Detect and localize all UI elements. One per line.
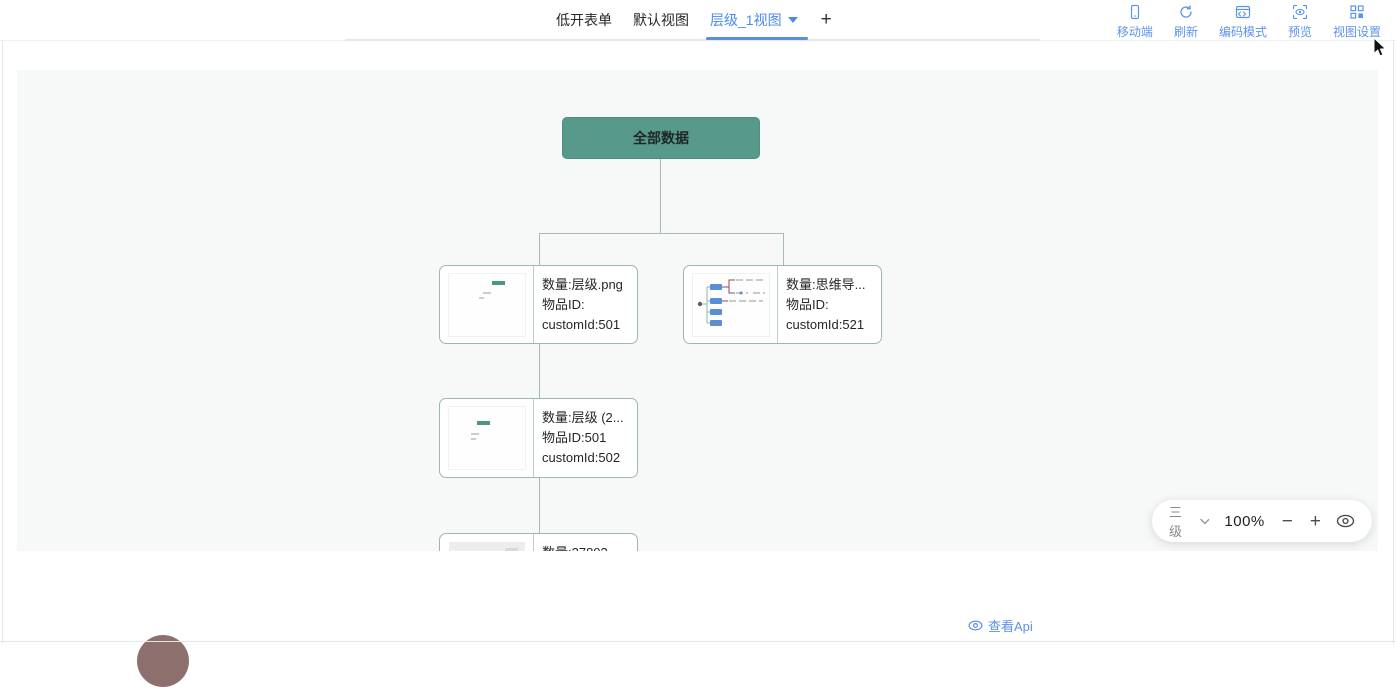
view-tab-bar: 低开表单 默认视图 层级_1视图 + 移动端 刷新 编码模式 xyxy=(0,0,1396,41)
card-text: 数量:层级.png 物品ID: customId:501 xyxy=(534,266,637,343)
mindmap-screenshot-thumbnail xyxy=(692,273,769,336)
hierarchy-canvas[interactable]: 全部数据 数量:层级.png 物品ID: customId:501 xyxy=(17,70,1378,551)
connector-card3-card4 xyxy=(539,478,540,533)
mobile-icon xyxy=(1127,4,1143,20)
tab-hierarchy-1-view-label: 层级_1视图 xyxy=(710,12,782,28)
card-text: 数量:思维导... 物品ID: customId:521 xyxy=(778,266,881,343)
bottom-divider xyxy=(0,641,1396,642)
node-card-501[interactable]: 数量:层级.png 物品ID: customId:501 xyxy=(439,265,638,344)
thumb-teal-bar xyxy=(476,421,490,425)
fit-view-eye-button[interactable] xyxy=(1336,514,1355,528)
card-line-item-id: 物品ID:501 xyxy=(542,430,607,445)
thumb-speck xyxy=(470,438,476,440)
card-line-quantity: 数量:思维导... xyxy=(786,277,866,292)
preview-button[interactable]: 预览 xyxy=(1288,4,1312,40)
view-settings-icon xyxy=(1349,4,1365,20)
card-thumbnail-zone xyxy=(440,266,534,343)
zoom-out-button[interactable]: − xyxy=(1281,510,1293,532)
view-api-label: 查看Api xyxy=(988,619,1033,634)
zoom-in-button[interactable]: + xyxy=(1309,510,1321,532)
card-text: 数量:层级 (2... 物品ID:501 customId:502 xyxy=(534,399,637,477)
card-line-item-id: 物品ID: xyxy=(542,297,585,312)
zoom-percentage: 100% xyxy=(1224,512,1265,530)
eye-icon xyxy=(1336,514,1355,528)
node-card-502[interactable]: 数量:层级 (2... 物品ID:501 customId:502 xyxy=(439,398,638,478)
connector-horizontal xyxy=(539,233,784,234)
thumb-speck xyxy=(482,291,491,294)
chevron-down-icon[interactable] xyxy=(787,17,798,23)
add-view-tab-button[interactable]: + xyxy=(820,9,832,30)
generic-screenshot-thumbnail xyxy=(448,541,525,551)
card-line-quantity: 数量:层级 (2... xyxy=(542,410,624,425)
hierarchy-screenshot-thumbnail xyxy=(448,407,525,469)
mobile-button[interactable]: 移动端 xyxy=(1117,4,1153,40)
preview-label: 预览 xyxy=(1287,25,1312,39)
zoom-controls: 三级 100% − + xyxy=(1152,500,1372,542)
card-thumbnail-zone xyxy=(440,399,534,477)
card-text: 数量:27802 xyxy=(534,534,637,551)
window-right-border xyxy=(1393,41,1394,644)
view-api-link[interactable]: 查看Api xyxy=(968,616,1033,635)
view-tabs: 低开表单 默认视图 层级_1视图 + xyxy=(556,0,832,40)
card-line-quantity: 数量:层级.png xyxy=(542,277,623,292)
header-actions: 移动端 刷新 编码模式 预览 视图设置 xyxy=(1117,4,1381,40)
level-selector-label: 三级 xyxy=(1169,505,1183,539)
card-thumbnail-zone xyxy=(684,266,778,343)
view-settings-button[interactable]: 视图设置 xyxy=(1333,4,1381,40)
code-mode-label: 编码模式 xyxy=(1218,25,1267,39)
tab-hierarchy-1-view[interactable]: 层级_1视图 xyxy=(706,0,808,40)
node-card-clipped[interactable]: 数量:27802 xyxy=(439,533,638,551)
refresh-button[interactable]: 刷新 xyxy=(1174,4,1198,40)
tabstrip-baseline xyxy=(345,39,1040,41)
root-node-all-data[interactable]: 全部数据 xyxy=(562,117,760,159)
preview-icon xyxy=(1292,4,1308,20)
tab-low-code-form[interactable]: 低开表单 xyxy=(556,12,612,28)
code-mode-button[interactable]: 编码模式 xyxy=(1219,4,1267,40)
card-line-item-id: 物品ID: xyxy=(786,297,829,312)
floating-avatar[interactable] xyxy=(137,635,189,687)
refresh-icon xyxy=(1178,4,1194,20)
code-mode-icon xyxy=(1235,4,1251,20)
thumb-teal-bar xyxy=(491,280,505,285)
chevron-down-icon xyxy=(1199,518,1210,524)
mobile-label: 移动端 xyxy=(1116,25,1153,39)
card-line-custom-id: customId:502 xyxy=(542,450,621,465)
connector-root-down xyxy=(660,159,661,234)
card-line-custom-id: customId:521 xyxy=(786,317,865,332)
card-line-custom-id: customId:501 xyxy=(542,317,621,332)
connector-drop-left xyxy=(539,233,540,265)
refresh-label: 刷新 xyxy=(1173,25,1198,39)
thumb-speck xyxy=(478,296,484,299)
view-settings-label: 视图设置 xyxy=(1332,25,1381,39)
card-thumbnail-zone xyxy=(440,534,534,551)
connector-drop-right xyxy=(783,233,784,265)
hierarchy-screenshot-thumbnail xyxy=(448,273,525,336)
thumb-gray-bar xyxy=(504,547,518,551)
window-left-border xyxy=(2,41,3,644)
connector-card1-card3 xyxy=(539,344,540,398)
node-card-521[interactable]: 数量:思维导... 物品ID: customId:521 xyxy=(683,265,882,344)
thumb-speck xyxy=(470,433,479,435)
tab-default-view[interactable]: 默认视图 xyxy=(633,12,689,28)
eye-icon xyxy=(968,620,983,631)
level-selector[interactable]: 三级 xyxy=(1169,502,1210,540)
card-line-quantity: 数量:27802 xyxy=(542,543,637,551)
